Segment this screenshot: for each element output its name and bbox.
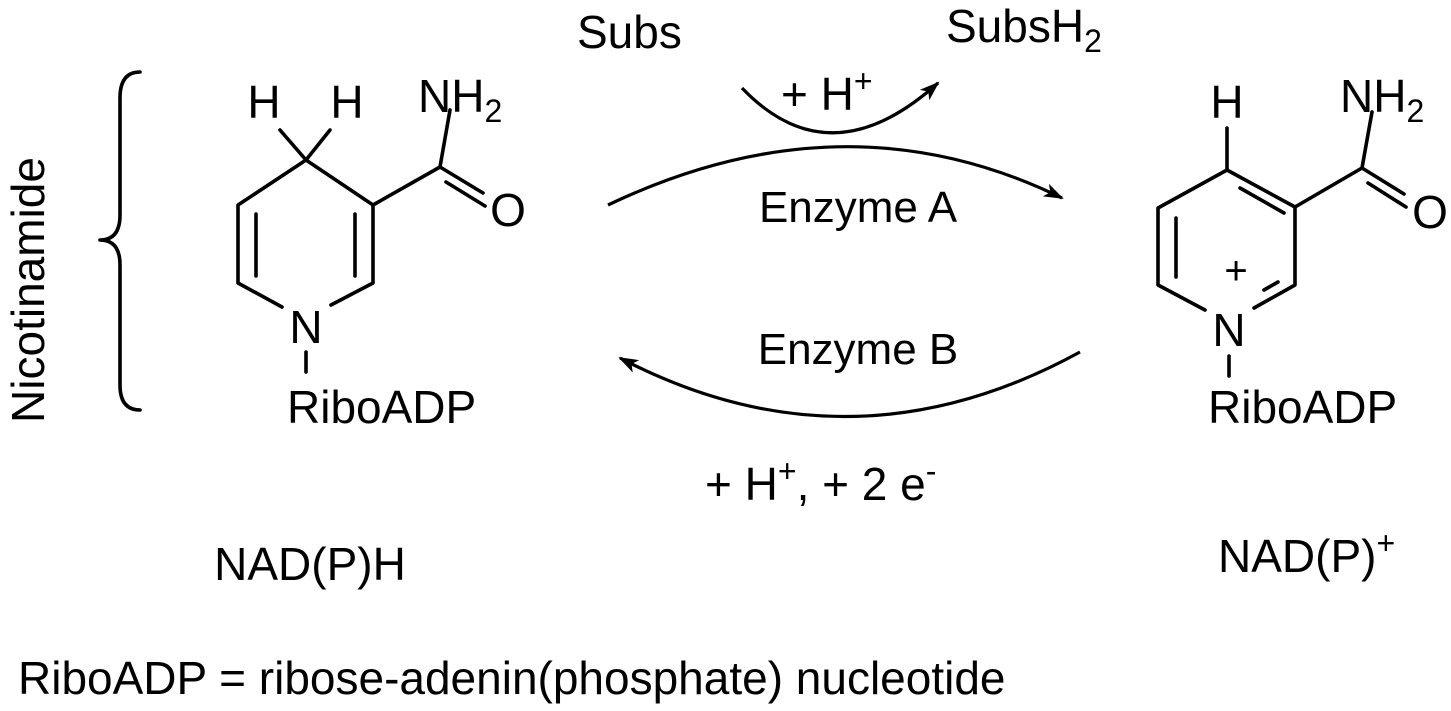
- nadp-positive-charge: +: [1224, 249, 1247, 293]
- product-label: SubsH2: [946, 0, 1102, 59]
- substrate-hook-arrow: [740, 81, 940, 135]
- nadph-riboadp: RiboADP: [287, 381, 476, 433]
- enzyme-b-arrow: [618, 350, 1081, 419]
- nadph-name: NAD(P)H: [214, 538, 406, 590]
- nadp-plus-structure: H NH2 O + N RiboADP: [1156, 70, 1448, 433]
- nadph-amide-nh: NH2: [418, 70, 502, 129]
- nicotinamide-label: Nicotinamide: [2, 157, 54, 423]
- nadp-ring-n: N: [1212, 304, 1245, 356]
- proton-top-label: + H+: [781, 63, 873, 120]
- enzyme-a-label: Enzyme A: [759, 183, 958, 232]
- nadph-h-right: H: [330, 76, 363, 128]
- nadp-h-top: H: [1210, 76, 1243, 128]
- enzyme-b-label: Enzyme B: [758, 325, 959, 374]
- nadp-plus-name: NAD(P)+: [1218, 525, 1395, 582]
- nadp-amide-nh: NH2: [1340, 70, 1424, 129]
- enzyme-a-arrow: [607, 145, 1064, 207]
- substrate-label: Subs: [577, 6, 682, 58]
- nadph-h-left: H: [247, 76, 280, 128]
- footnote: RiboADP = ribose-adenin(phosphate) nucle…: [18, 652, 1006, 704]
- bottom-reagents-label: + H+, + 2 e-: [705, 453, 936, 510]
- nadph-amide-o: O: [490, 184, 526, 236]
- nicotinamide-brace-icon: [98, 70, 142, 412]
- nadph-structure: H H NH2 O N RiboADP: [236, 70, 526, 433]
- nadp-riboadp: RiboADP: [1208, 381, 1397, 433]
- nadph-ring-n: N: [289, 301, 322, 353]
- nadp-amide-o: O: [1412, 186, 1448, 238]
